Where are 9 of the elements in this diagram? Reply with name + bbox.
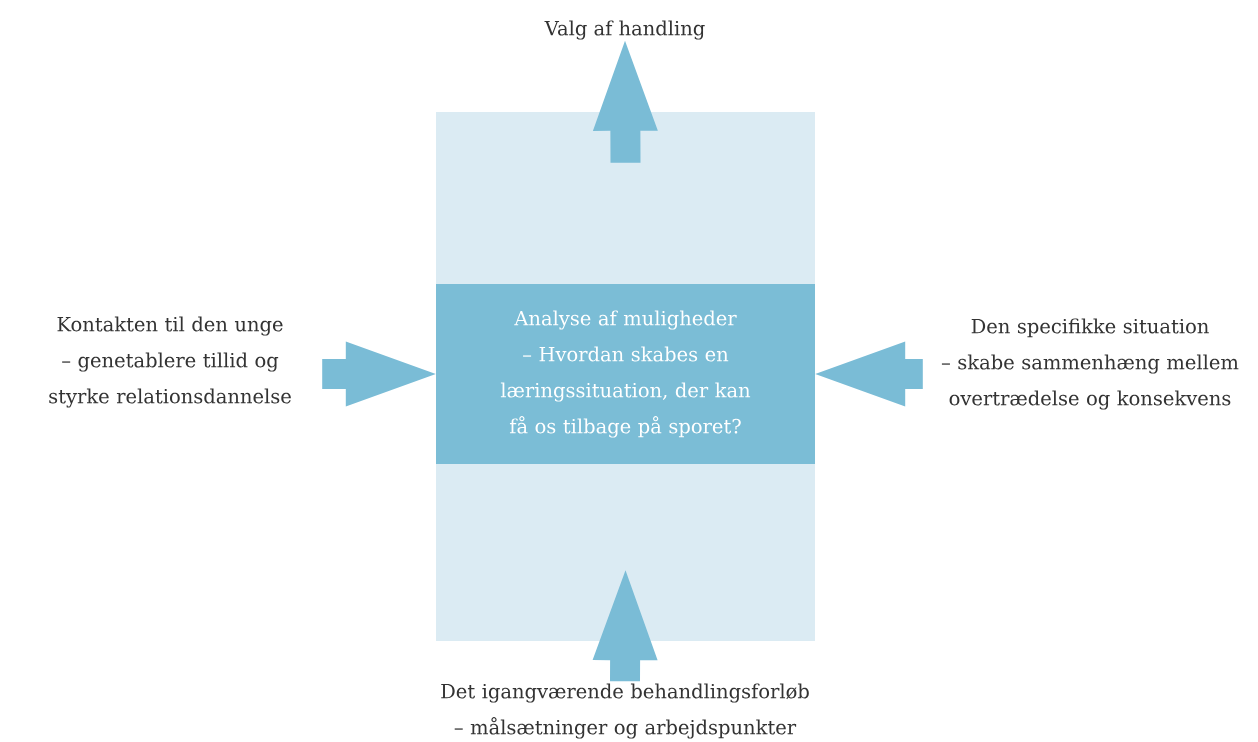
input-text: Det igangværende behandlingsforløb – målsætninger og arbejdspunkter xyxy=(441,683,809,739)
input-text: Kontakten til den unge – genetablere tillid og styrke relationsdannelse xyxy=(49,316,291,408)
input-text: Den specifikke situation – skabe sammenhæng mellem overtrædelse og konsekvens xyxy=(941,318,1239,410)
heading-text: Valg af handling xyxy=(544,20,705,40)
block-arrow xyxy=(592,570,658,682)
analysis-box: Analyse af muligheder – Hvordan skabes en læringssituation, der kan få os tilbage på sporet? xyxy=(436,284,815,464)
block-arrow xyxy=(592,40,658,163)
block-arrow xyxy=(322,341,436,407)
block-arrow xyxy=(815,341,923,407)
